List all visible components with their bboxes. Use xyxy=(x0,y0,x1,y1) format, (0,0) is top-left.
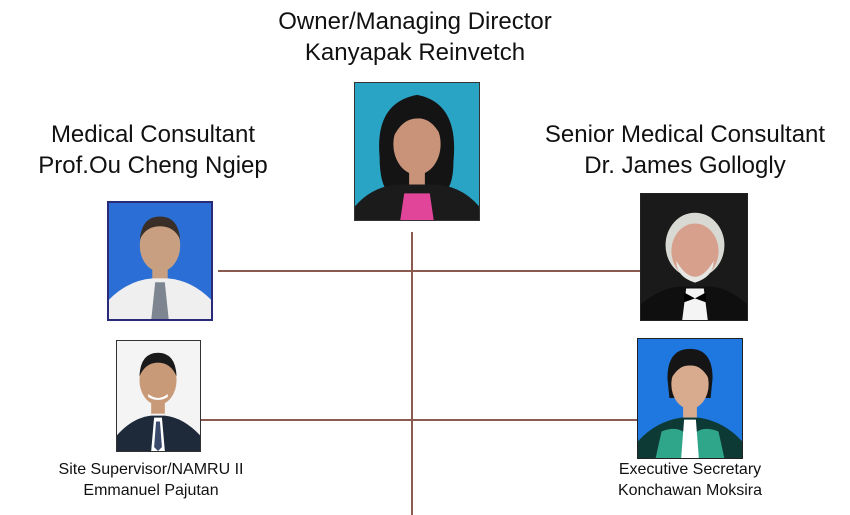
site-supervisor-name: Emmanuel Pajutan xyxy=(83,481,219,499)
senior-consultant-name: Dr. James Gollogly xyxy=(584,152,786,180)
medical-consultant-name: Prof.Ou Cheng Ngiep xyxy=(38,152,268,180)
executive-secretary-title: Executive Secretary xyxy=(618,461,762,478)
executive-secretary-label: Executive Secretary Konchawan Moksira xyxy=(580,460,800,502)
executive-secretary-photo xyxy=(637,338,743,459)
senior-consultant-title: Senior Medical Consultant xyxy=(544,121,826,148)
owner-name: Kanyapak Reinvetch xyxy=(304,39,526,67)
medical-consultant-title: Medical Consultant xyxy=(50,121,256,148)
connector-lower-horizontal xyxy=(200,419,640,421)
owner-title: Owner/Managing Director xyxy=(278,8,552,35)
executive-secretary-name: Konchawan Moksira xyxy=(617,481,763,499)
site-supervisor-label: Site Supervisor/NAMRU II Emmanuel Pajuta… xyxy=(20,460,282,502)
connector-upper-horizontal xyxy=(218,270,644,272)
site-supervisor-photo xyxy=(116,340,201,452)
connector-vertical xyxy=(411,232,413,515)
medical-consultant-photo xyxy=(107,201,213,321)
senior-consultant-label: Senior Medical Consultant Dr. James Goll… xyxy=(520,119,850,181)
senior-consultant-photo xyxy=(640,193,748,321)
site-supervisor-title: Site Supervisor/NAMRU II xyxy=(58,461,244,478)
medical-consultant-label: Medical Consultant Prof.Ou Cheng Ngiep xyxy=(8,119,298,181)
owner-label: Owner/Managing Director Kanyapak Reinvet… xyxy=(215,6,615,68)
owner-photo xyxy=(354,82,480,221)
